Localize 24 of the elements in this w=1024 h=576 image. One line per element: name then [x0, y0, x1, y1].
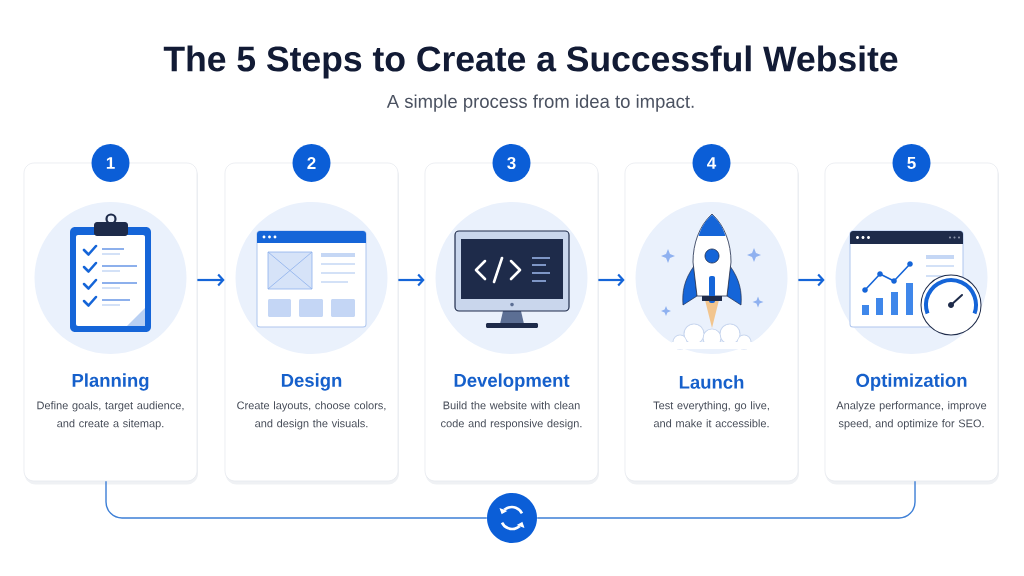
step-title: Optimization: [856, 373, 967, 391]
connector-line: [105, 480, 488, 519]
step-title: Planning: [72, 373, 149, 391]
arrow: [598, 273, 625, 287]
arrow: [197, 273, 225, 287]
step-description: Build the website with clean code and responsive design.: [441, 401, 582, 430]
refresh-icon: [487, 493, 537, 543]
number-badge: 1: [91, 144, 130, 182]
number-badge: 4: [692, 144, 731, 182]
step-title: Launch: [679, 375, 744, 389]
step-description: Test everything, go live, and make it accessible.: [653, 401, 769, 428]
number-badge: 5: [892, 144, 931, 182]
title: The 5 Steps to Create a Successful Website: [163, 45, 898, 79]
step-description: Analyze performance, improve speed, and optimize for SEO.: [836, 401, 987, 430]
step-title: Development: [454, 373, 570, 391]
arrow: [798, 273, 825, 287]
step-description: Create layouts, choose colors, and design the visuals.: [237, 401, 386, 430]
number-badge: 2: [292, 144, 331, 182]
step-description: Define goals, target audience, and create a sitemap.: [37, 401, 184, 430]
number-badge: 3: [492, 144, 531, 182]
subtitle: A simple process from idea to impact.: [386, 94, 694, 112]
arrow: [398, 273, 425, 287]
connector-line: [536, 480, 916, 519]
step-title: Design: [281, 373, 342, 391]
